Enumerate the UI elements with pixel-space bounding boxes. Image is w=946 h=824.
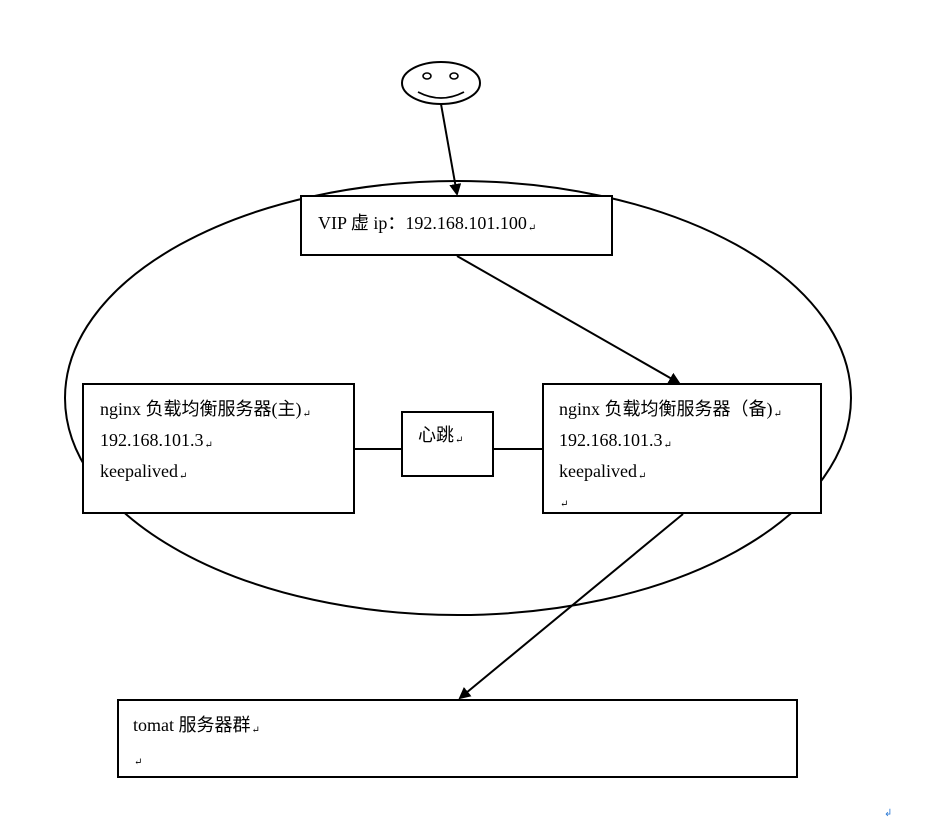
backup-ip: 192.168.101.3 xyxy=(559,430,663,450)
return-mark: ↲ xyxy=(884,808,893,819)
tomcat-box: tomat 服务器群↵ ↵ xyxy=(117,699,798,778)
heartbeat-label: 心跳 xyxy=(418,425,454,445)
backup-title: nginx 负载均衡服务器（备) xyxy=(559,399,773,419)
smiley-face-icon xyxy=(401,61,481,105)
backup-keepalived: keepalived xyxy=(559,461,637,481)
paragraph-mark: ↵ xyxy=(302,409,311,420)
paragraph-mark: ↵ xyxy=(204,440,213,451)
paragraph-mark: ↵ xyxy=(663,440,672,451)
tomcat-label: tomat 服务器群 xyxy=(133,715,251,735)
backup-nginx-box: nginx 负载均衡服务器（备)↵ 192.168.101.3↵ keepali… xyxy=(542,383,822,514)
vip-to-backup-arrow xyxy=(456,255,681,384)
paragraph-mark: ↵ xyxy=(773,409,782,420)
vip-label: VIP 虚 ip：192.168.101.100 xyxy=(318,213,527,233)
vip-box: VIP 虚 ip：192.168.101.100↵ xyxy=(300,195,613,256)
paragraph-mark: ↵ xyxy=(637,471,647,482)
cluster-ellipse xyxy=(64,180,852,616)
backup-to-tomcat-arrow xyxy=(458,513,684,700)
user-to-vip-arrow xyxy=(440,103,462,196)
heartbeat-box: 心跳↵ xyxy=(401,411,494,477)
paragraph-mark: ↵ xyxy=(455,435,464,446)
master-title: nginx 负载均衡服务器(主) xyxy=(100,399,302,419)
master-ip: 192.168.101.3 xyxy=(100,430,204,450)
paragraph-mark: ↵ xyxy=(134,757,143,768)
master-keepalived: keepalived xyxy=(100,461,178,481)
paragraph-mark: ↵ xyxy=(527,223,537,234)
master-nginx-box: nginx 负载均衡服务器(主)↵ 192.168.101.3↵ keepali… xyxy=(82,383,355,514)
paragraph-mark: ↵ xyxy=(178,471,188,482)
paragraph-mark: ↵ xyxy=(560,499,569,510)
paragraph-mark: ↵ xyxy=(251,725,260,736)
